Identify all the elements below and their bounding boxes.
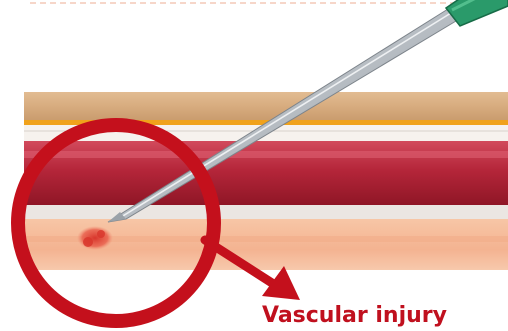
vessel-wall bbox=[24, 205, 508, 219]
vessel-highlight bbox=[24, 151, 508, 158]
injury-blood-spot bbox=[77, 226, 113, 250]
blood-vessel bbox=[24, 141, 508, 205]
injury-blood-speck bbox=[83, 237, 93, 247]
needle-hub bbox=[446, 0, 508, 26]
skin-layer bbox=[24, 92, 508, 122]
vascular-injury-caption: Vascular injury bbox=[262, 301, 508, 331]
injury-blood-speck bbox=[97, 230, 105, 238]
